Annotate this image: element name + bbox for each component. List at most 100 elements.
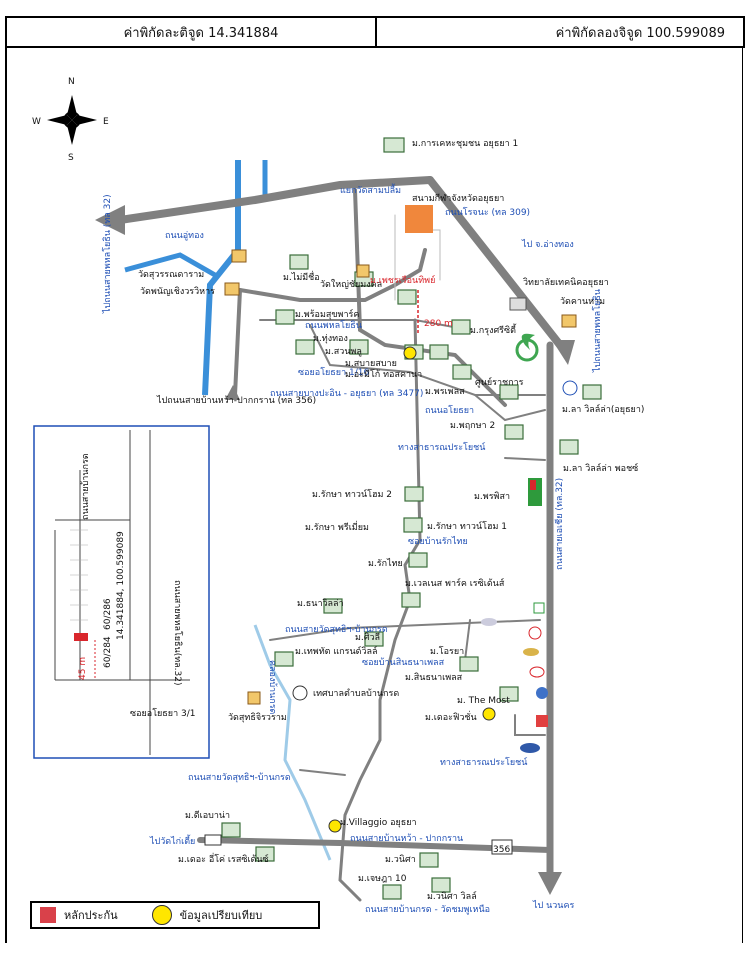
label-tech-college: วิทยาลัยเทคนิคอยุธยา: [523, 277, 609, 288]
compass-rose-icon: [47, 95, 97, 145]
label-asia32: ถนนสายเอเชีย (ทล.32): [554, 478, 565, 570]
label-phruksa2: ม.พฤกษา 2: [450, 421, 495, 431]
label-wat-sutthi: วัดสุทธิจิรวราม: [228, 712, 287, 723]
label-thang-sathanaprayot: ทางสาธารณประโยชน์: [398, 441, 486, 453]
coordinate-header: ค่าพิกัดละติจูด 14.341884 ค่าพิกัดลองจิจ…: [5, 16, 745, 48]
label-banwa-pk: ถนนสายบ้านหว้า - ปากกราน: [350, 833, 463, 844]
collateral-swatch-icon: [40, 907, 56, 923]
arrow-left-sign-icon: [204, 834, 222, 846]
label-rak-premium: ม.รักษา พรีเมี่ยม: [305, 520, 369, 533]
label-soi-ban-sin: ซอยบ้านสินธนาเพลส: [362, 657, 445, 668]
label-pai-nakhon: ไป นวนคร: [532, 900, 574, 911]
label-sabai: ม.สบายสบาย: [345, 359, 397, 369]
inset-site-marker-icon: [74, 633, 88, 641]
label-wat-khanon: วัดคานหาม: [560, 297, 605, 307]
label-thana: ม.ธนาวิลล่า: [297, 598, 344, 609]
label-sinthana: ม.สินธนาเพลส: [405, 672, 463, 683]
label-krung-sri: ม.กรุงศรีซิตี้: [470, 323, 517, 336]
poi-icons: [292, 297, 578, 855]
stadium-marker-icon: [405, 205, 433, 233]
latitude-label: ค่าพิกัดละติจูด 14.341884: [123, 25, 279, 41]
label-sun-ratchakarn: ศูนย์ราชการ: [475, 376, 524, 388]
label-u-thong: ถนนอู่ทอง: [165, 231, 204, 241]
label-phrapens: ม.พรเพลส: [425, 387, 465, 397]
label-thepphat: ม.เทพทัต แกรนด์วิลล์: [295, 645, 378, 657]
label-wat-suwan: วัดสุวรรณดาราม: [138, 270, 204, 280]
label-thang-sathana2: ทางสาธารณประโยชน์: [440, 756, 528, 768]
longitude-label: ค่าพิกัดลองจิจูด 100.599089: [375, 18, 743, 46]
inset-road1: ถนนสายบ้านกรด: [80, 453, 91, 520]
label-chetsada: ม.เจษฎา 10: [358, 874, 407, 884]
label-wat-sam-plum: แยกวัดสามปลื้ม: [340, 183, 401, 196]
label-villaggio: ม.Villaggio อยุธยา: [340, 818, 417, 828]
label-soi-rak-thai: ซอยบ้านรักไทย: [408, 536, 468, 547]
label-ti-ban: ม.ดีเอบาน่า: [185, 810, 230, 821]
label-amini: ม.อะมีโก้ ทอสคานา: [345, 369, 422, 380]
label-the-fiction: ม.เดอะฟิวชั่น: [425, 710, 477, 723]
compass-s: S: [68, 153, 74, 163]
label-rojana: ถนนโรจนะ (ทล 309): [445, 207, 530, 218]
label-suan-phlu: ม.สวนพลู: [325, 347, 362, 357]
arrow-southeast-icon: [552, 340, 575, 365]
arrow-south-icon: [538, 872, 562, 895]
inset-box: [33, 425, 210, 759]
inset-soi: ซอยอโยธยา 3/1: [130, 708, 195, 719]
label-mai-mee-chue: ม.ไม่มีชื่อ: [283, 270, 320, 283]
inset-road2: ถนนสายพหลโยธิน(ทล.32): [172, 580, 183, 686]
label-phrom-suk: ม.พร้อมสุขพาร์ค: [295, 308, 359, 320]
label-wat-yai: วัดใหญ่ชัยมงคล: [320, 279, 382, 290]
label-phanolyothin: ถนนพหลโยธิน: [305, 320, 362, 331]
label-tesaban: เทศบาลตำบลบ้านกรด: [313, 688, 399, 699]
label-pai-sai-asia-e: ไปถนนสายพหลโยธิน: [592, 289, 603, 373]
label-pai-sai-asia: ไปถนนสายพหลโยธิน (ทล 32): [102, 194, 113, 314]
label-rak-town1: ม.รักษา ทาวน์โฮม 1: [427, 520, 507, 532]
label-pai-sai-bp: ไปถนนสายบ้านหว้า-ปากกราน (ทล 356): [156, 395, 316, 406]
label-wanisa-villa: ม.วนิศา วิลล์: [427, 890, 477, 902]
legend-compare-label: ข้อมูลเปรียบเทียบ: [179, 909, 263, 922]
inset-60-286: 60/286: [103, 598, 113, 630]
label-dist-280: 280 m: [424, 319, 453, 329]
arrow-west-icon: [95, 205, 125, 235]
label-la-villa-plus: ม.ลา วิลล์ล่า พอชซ์: [563, 462, 638, 474]
label-thung-thong: ม.ทุ่งทอง: [313, 334, 348, 344]
label-la-villa: ม.ลา วิลล์ล่า(อยุธยา): [562, 403, 644, 415]
label-thanon-ban-krot: ถนนสายบ้านกรด - วัดชมพูเหนือ: [365, 904, 490, 915]
compass-w: W: [32, 117, 41, 127]
arrow-sw-icon: [225, 385, 240, 400]
label-stadium: สนามกีฬาจังหวัดอยุธยา: [412, 193, 504, 204]
label-karkeha: ม.การเคหะชุมชน อยุธยา 1: [412, 139, 518, 149]
label-ayothaya: ถนนอโยธยา: [425, 405, 474, 416]
label-rak-town2: ม.รักษา ทาวน์โฮม 2: [312, 488, 392, 500]
label-ora: ม.โอรยา: [430, 646, 464, 657]
label-the-most: ม. The Most: [457, 696, 510, 706]
inset-coord: 14.341884, 100.599089: [116, 531, 126, 640]
route-356-shield: 356: [493, 845, 510, 855]
house-icons: [221, 137, 602, 900]
label-soi-1-16: ซอยอโยธยา 1/16: [298, 367, 369, 378]
compass-e: E: [103, 117, 109, 127]
label-venice: ม.เวลเนส พาร์ค เรซิเด้นส์: [405, 577, 505, 589]
compass-n: N: [68, 77, 75, 87]
label-pai-wat: ไปวัดไก่เตี้ย: [149, 834, 195, 847]
label-klong: คลองบ้านกรด: [267, 660, 278, 715]
label-wat-sukh-rd: ถนนสายวัดสุทธิฯ-บ้านกรด: [285, 624, 388, 635]
label-bangpa-in: ถนนสายบางปะอิน - อยุธยา (ทล 3477): [270, 388, 423, 399]
inset-60-284: 60/284: [103, 636, 113, 668]
legend-marker-label: หลักประกัน: [64, 909, 118, 922]
label-phruk-hi: ม.พรพิสา: [474, 491, 510, 502]
map-frame: [5, 48, 743, 943]
label-rak-thai: ม.รักไทย: [368, 558, 403, 569]
map-legend: หลักประกัน ข้อมูลเปรียบเทียบ: [30, 901, 320, 929]
label-wat-sutthi-rd2: ถนนสายวัดสุทธิฯ-บ้านกรด: [188, 772, 291, 783]
label-the-e: ม.เดอะ อี่โค่ เรสซิเด้นซ์: [178, 852, 269, 865]
compare-circle-icon: [151, 905, 172, 925]
label-pet-ruen: ม.เพชรเรือนทิพย์: [370, 274, 435, 286]
label-pai-angthong: ไป จ.อ่างทอง: [521, 239, 574, 250]
label-wanisa: ม.วนิศา: [385, 854, 416, 865]
temple-icons: [224, 249, 577, 705]
inset-45m: 45 m: [78, 657, 88, 680]
label-siwili: ม.ศิวลี: [355, 632, 380, 643]
compare-markers: [328, 346, 496, 833]
label-wat-phanan: วัดพนัญเชิงวรวิหาร: [140, 286, 215, 297]
